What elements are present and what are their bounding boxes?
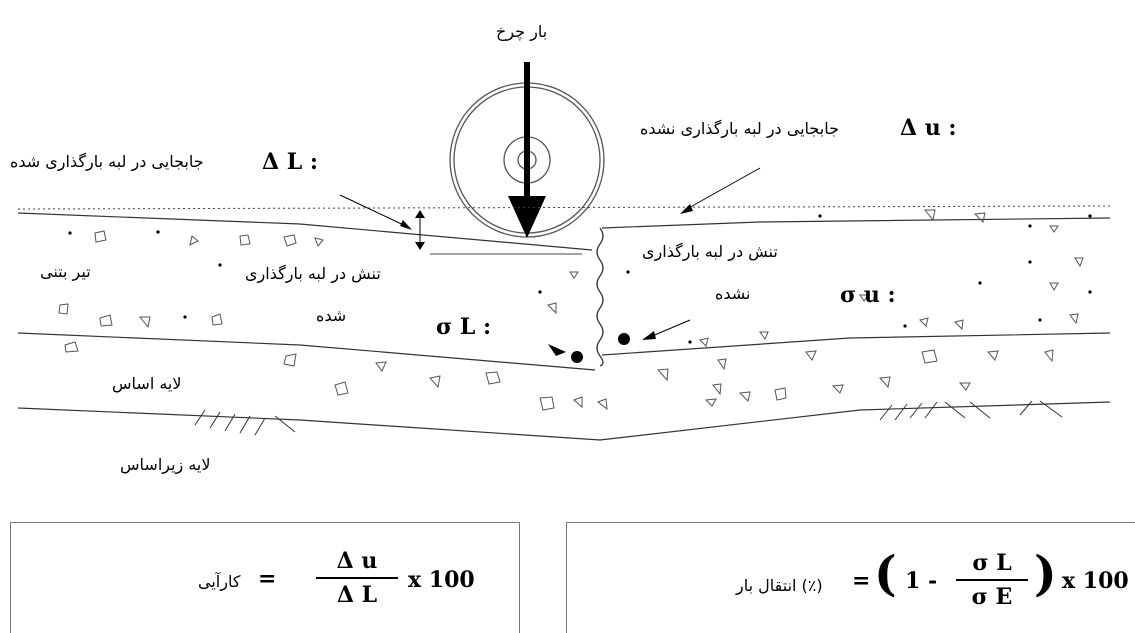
stress-unloaded-symbol: σ u :: [840, 282, 896, 308]
load-transfer-fraction: σ L σ E: [956, 550, 1028, 610]
load-transfer-denominator: σ E: [971, 584, 1013, 610]
slab-top-surface-right: [601, 217, 1111, 229]
efficiency-equals: =: [258, 566, 277, 592]
base-bottom-line: [17, 401, 1111, 441]
load-transfer-open-paren: (: [874, 546, 897, 602]
slab-aggregate: [58, 209, 1084, 353]
stress-unloaded-label-line2: نشده: [715, 284, 751, 303]
leader-disp-unloaded-head: [680, 204, 693, 214]
load-transfer-equals: =: [852, 568, 871, 594]
wheel-load-arrowhead: [508, 196, 546, 238]
stress-loaded-arrowhead: [548, 344, 566, 356]
leader-disp-loaded: [339, 194, 411, 229]
load-transfer-label: (٪) انتقال بار: [736, 576, 823, 595]
joint-crack: [596, 227, 604, 367]
stress-loaded-label-line2: شده: [316, 306, 347, 325]
deflection-arrow-down: [415, 242, 425, 250]
subbase-layer-label: لایه زیراساس: [120, 455, 211, 474]
leader-stress-unloaded-head: [642, 331, 656, 340]
concrete-slab-label: تیر بتنی: [40, 262, 91, 281]
efficiency-label: کارآیی: [198, 572, 241, 591]
load-transfer-multiplier: x 100: [1062, 568, 1129, 594]
load-transfer-fraction-bar: [956, 579, 1028, 581]
load-transfer-one-minus: 1 -: [905, 568, 938, 594]
efficiency-numerator: Δ u: [336, 548, 378, 574]
stress-loaded-symbol: σ L :: [436, 314, 492, 340]
stress-loaded-label-line1: تنش در لبه بارگذاری: [245, 264, 381, 283]
disp-unloaded-label: جابجایی در لبه بارگذاری نشده: [640, 119, 839, 138]
wheel-load-label: بار چرخ: [496, 22, 548, 41]
disp-loaded-symbol: Δ L :: [262, 149, 318, 175]
efficiency-fraction: Δ u Δ L: [316, 548, 398, 608]
load-transfer-close-paren: ): [1034, 546, 1057, 602]
slab-bottom-line-right: [601, 332, 1111, 356]
leader-disp-unloaded: [684, 167, 761, 211]
slab-top-surface-left: [17, 212, 593, 251]
original-surface-line: [17, 205, 1111, 210]
base-aggregate: [283, 349, 1054, 411]
efficiency-multiplier: x 100: [408, 567, 475, 593]
efficiency-fraction-bar: [316, 577, 398, 579]
disp-unloaded-symbol: Δ u :: [900, 115, 957, 141]
subbase-hatching: [194, 400, 1063, 436]
stress-point-loaded: [571, 351, 583, 363]
load-transfer-numerator: σ L: [972, 550, 1012, 576]
slab-dots: [68, 214, 1092, 344]
leader-stress-unloaded: [649, 319, 691, 338]
efficiency-formula-box: [10, 522, 520, 633]
load-transfer-formula-box: [566, 522, 1135, 633]
efficiency-denominator: Δ L: [336, 582, 378, 608]
stress-unloaded-label-line1: تنش در لبه بارگذاری: [642, 242, 778, 261]
disp-loaded-label: جابجایی در لبه بارگذاری شده: [10, 152, 204, 171]
base-layer-label: لایه اساس: [112, 374, 182, 393]
slab-bottom-line-left: [17, 332, 596, 371]
joint-load-transfer-diagram: [17, 62, 1111, 441]
leader-disp-loaded-head: [400, 220, 412, 230]
stress-point-unloaded: [618, 333, 630, 345]
deflection-arrow-up: [415, 210, 425, 218]
